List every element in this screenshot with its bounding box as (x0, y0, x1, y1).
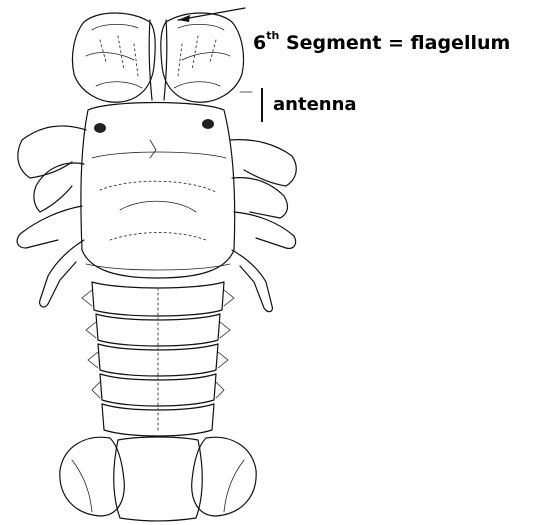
flagellum-label-ordinal: 6 (253, 32, 266, 54)
left-eye (94, 123, 106, 133)
abdomen (82, 282, 234, 436)
antennule-left (149, 20, 152, 100)
tail-fan (60, 437, 256, 521)
left-antenna-plate (72, 13, 155, 102)
right-eye (202, 119, 214, 129)
antenna-label: antenna (273, 94, 357, 115)
legs-right (230, 140, 296, 312)
legs-left (17, 126, 86, 307)
flagellum-label-suffix: th (266, 29, 279, 42)
flagellum-label: 6th Segment = flagellum (253, 32, 510, 54)
right-antenna-plate (161, 13, 244, 102)
flagellum-label-text: Segment = flagellum (279, 32, 510, 54)
antennule-right (164, 20, 167, 100)
